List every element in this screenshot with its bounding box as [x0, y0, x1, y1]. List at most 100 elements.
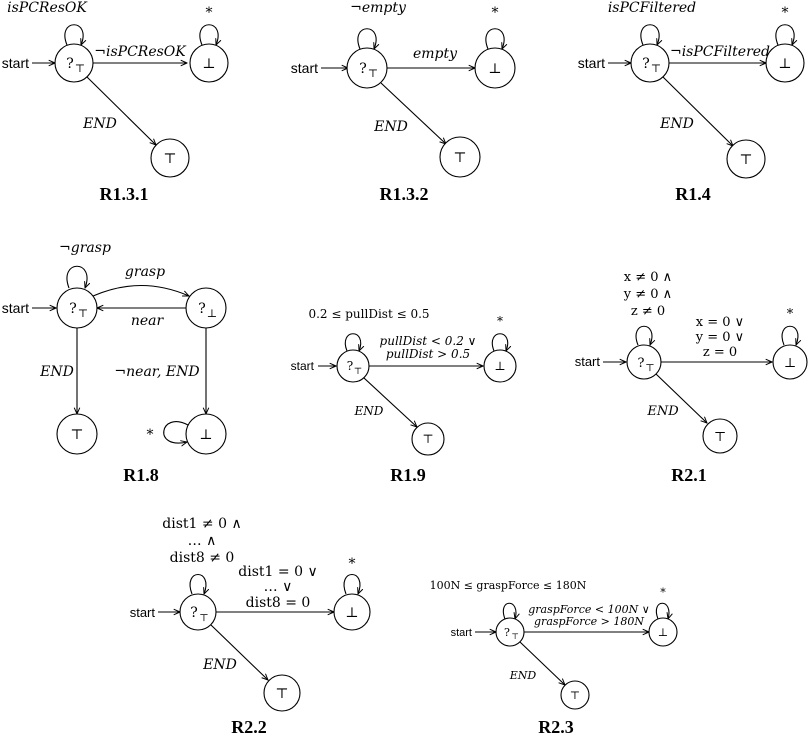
bottom-mark: ⊥ — [488, 61, 501, 77]
top-mark: ⊤ — [714, 430, 726, 445]
to-bottom-guard-1: graspForce < 100N ∨ — [528, 603, 650, 616]
self-loop-guard: isPCFiltered — [608, 0, 696, 16]
self-loop-guard: ¬grasp — [59, 240, 111, 256]
any-label: * — [492, 5, 499, 21]
automaton-r2-2: start dist1 ≠ 0 ∧ … ∧ dist8 ≠ 0 ? ⊤ dist… — [130, 516, 371, 737]
bottom-self-loop-edge — [655, 602, 669, 619]
self-loop-edge — [502, 602, 516, 619]
bottom-state — [474, 47, 516, 89]
self-loop-guard: 100N ≤ graspForce ≤ 180N — [430, 579, 587, 592]
bottom-mark: ⊥ — [784, 356, 796, 371]
to-bottom-guard: ¬near, END — [114, 364, 199, 380]
any-label: * — [497, 314, 503, 328]
self-loop-edge — [635, 325, 652, 345]
bottom-state — [333, 593, 371, 631]
bottom-mark: ⊥ — [199, 427, 212, 443]
end-label: END — [82, 116, 117, 132]
start-label: start — [578, 55, 605, 71]
end-label: END — [509, 669, 537, 682]
bottom-state — [185, 413, 227, 455]
self-loop-guard-2: … ∧ — [188, 533, 217, 549]
start-label: start — [130, 605, 156, 620]
pending-mark: ? — [190, 605, 198, 621]
bottom-mark: ⊥ — [658, 626, 668, 639]
self-loop-guard: isPCResOK — [7, 0, 88, 16]
top-mark: ⊤ — [570, 689, 580, 702]
automaton-title: R1.8 — [123, 465, 159, 485]
bottom-self-loop-edge — [199, 24, 218, 45]
pending-mark: ? — [198, 301, 206, 317]
pending-mark: ? — [347, 359, 353, 373]
any-label: * — [206, 5, 213, 21]
grasp-edge — [92, 285, 189, 297]
top-mark: ⊤ — [275, 686, 288, 702]
top-state — [439, 136, 481, 178]
self-loop-edge — [189, 573, 206, 595]
bottom-state — [772, 344, 808, 380]
any-label: * — [787, 307, 794, 322]
to-bottom-guard: ¬isPCFiltered — [670, 44, 770, 60]
any-label: * — [147, 427, 154, 443]
bottom-self-loop-edge — [485, 28, 504, 49]
self-loop-guard-1: x ≠ 0 ∧ — [624, 270, 672, 285]
bottom-self-loop-edge — [343, 573, 360, 595]
start-label: start — [291, 60, 318, 76]
bottom-self-loop-edge — [775, 24, 794, 45]
automaton-title: R2.1 — [671, 465, 707, 485]
end-edge — [655, 373, 707, 423]
self-loop-edge — [357, 28, 376, 49]
bottom-mark: ⊥ — [202, 56, 215, 72]
self-loop-edge — [64, 24, 83, 45]
self-loop-edge — [640, 24, 659, 45]
automaton-r1-9: start 0.2 ≤ pullDist ≤ 0.5 ? ⊤ pullDist … — [291, 307, 517, 485]
top-subscript: ⊤ — [651, 62, 661, 75]
bottom-state — [189, 43, 229, 83]
automaton-r1-4: start isPCFiltered ? ⊤ ¬isPCFiltered * ⊥… — [578, 0, 805, 204]
top-subscript: ⊤ — [354, 367, 362, 377]
bottom-mark: ⊥ — [494, 359, 505, 373]
top-state — [702, 418, 738, 454]
end-label: END — [202, 657, 237, 673]
self-loop-edge — [66, 265, 87, 288]
top-state — [263, 674, 301, 712]
end-edge — [662, 76, 733, 146]
to-bottom-guard-3: z = 0 — [703, 345, 737, 360]
end-label: END — [354, 404, 384, 418]
to-bottom-guard-1: pullDist < 0.2 ∨ — [380, 334, 477, 348]
to-bottom-guard-2: … ∨ — [264, 579, 293, 595]
end-edge — [210, 624, 268, 680]
bottom-mark: ⊥ — [345, 605, 358, 621]
bottom-self-loop-edge — [781, 325, 798, 345]
start-label: start — [2, 300, 29, 316]
automaton-title: R1.3.1 — [100, 184, 149, 204]
to-bottom-guard: empty — [413, 46, 458, 62]
pending-mark: ? — [69, 301, 77, 317]
self-loop-guard: 0.2 ≤ pullDist ≤ 0.5 — [308, 307, 429, 321]
pending-mark: ? — [642, 56, 650, 72]
top-subscript: ⊤ — [75, 62, 85, 75]
automaton-r2-3: start 100N ≤ graspForce ≤ 180N ? ⊤ grasp… — [430, 579, 678, 737]
self-loop-guard-3: dist8 ≠ 0 — [170, 550, 235, 566]
to-bottom-guard-2: pullDist > 0.5 — [386, 347, 470, 361]
to-bottom-guard-2: graspForce > 180N — [534, 615, 644, 628]
self-loop-guard-2: y ≠ 0 ∧ — [623, 287, 672, 302]
any-label: * — [349, 556, 356, 572]
automaton-title: R1.4 — [675, 184, 711, 204]
bottom-state — [648, 617, 678, 647]
self-loop-guard-3: z ≠ 0 — [631, 304, 665, 319]
end-label: END — [646, 404, 679, 419]
end-label: END — [659, 116, 694, 132]
start-label: start — [575, 354, 601, 369]
automaton-r2-1: start x ≠ 0 ∧ y ≠ 0 ∧ z ≠ 0 ? ⊤ x = 0 ∨ … — [575, 270, 808, 485]
near-guard: near — [131, 313, 165, 329]
to-bottom-guard-1: x = 0 ∨ — [696, 315, 744, 330]
top-state — [150, 138, 190, 178]
top-subscript: ⊤ — [368, 67, 378, 80]
start-label: start — [2, 55, 29, 71]
end-label: END — [39, 364, 74, 380]
automaton-title: R2.2 — [231, 717, 267, 737]
top-state — [726, 139, 766, 179]
self-loop-guard: ¬empty — [350, 0, 407, 16]
